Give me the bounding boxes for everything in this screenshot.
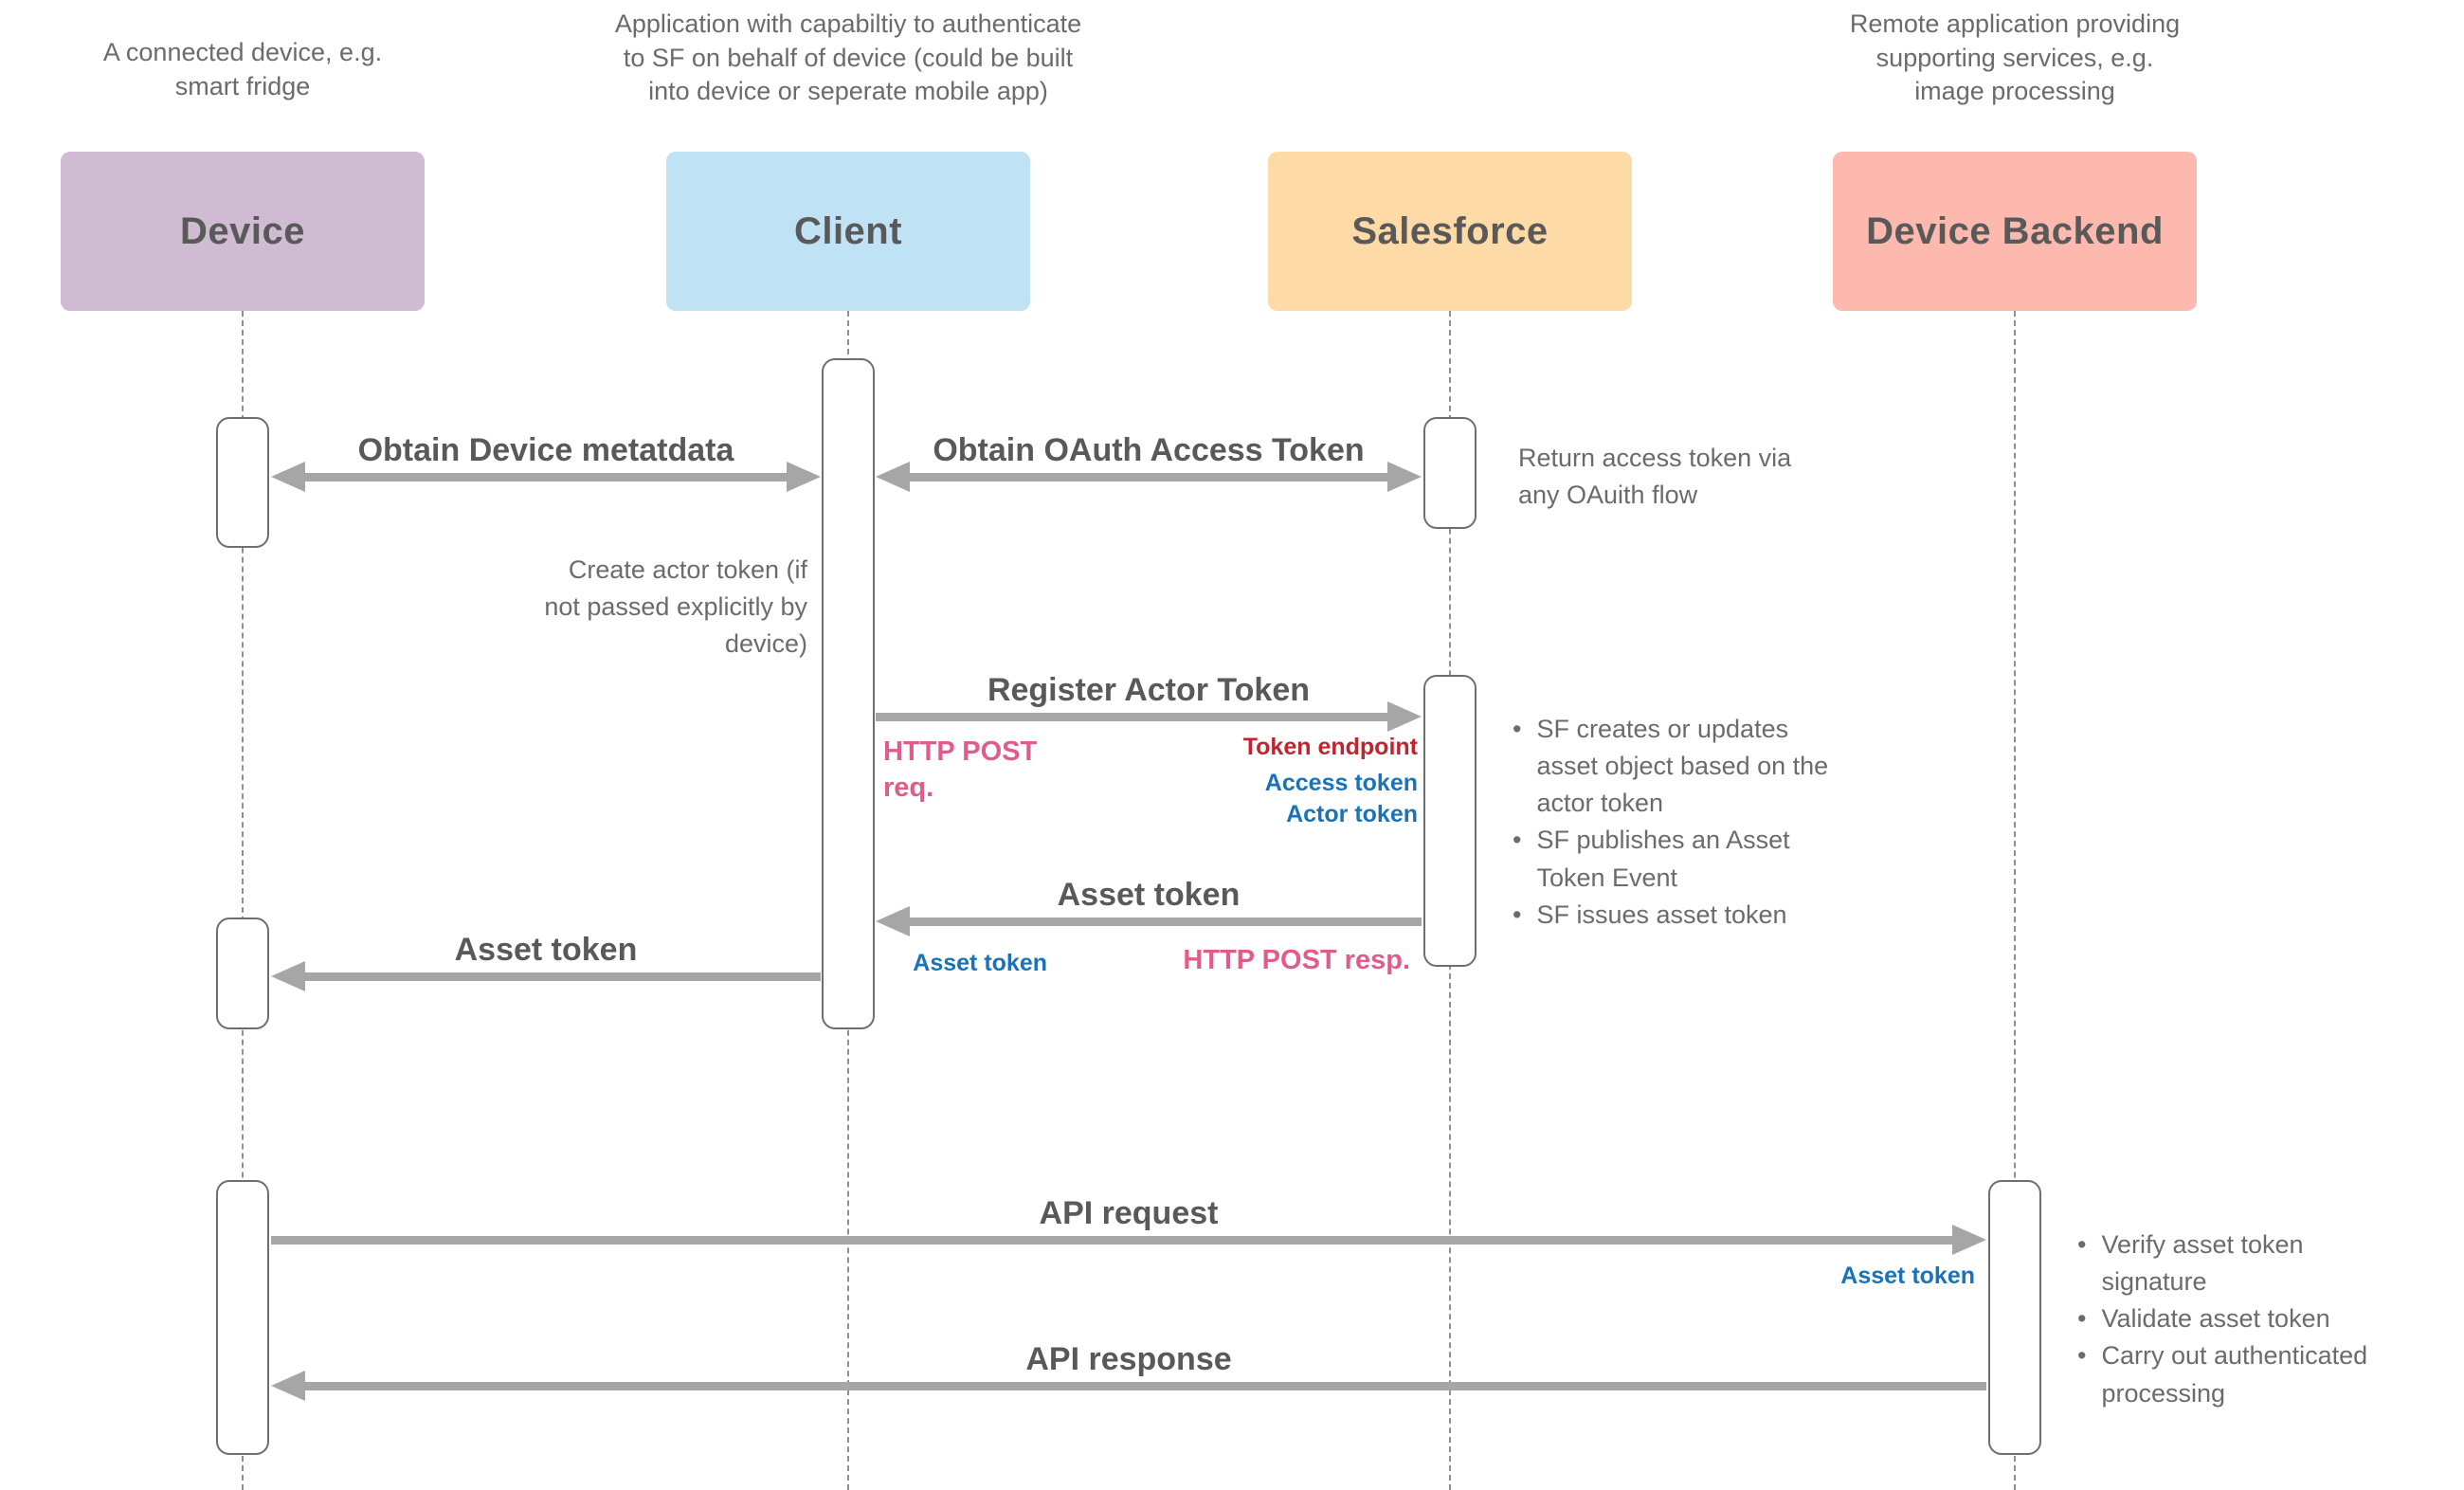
message-label: Obtain OAuth Access Token — [933, 432, 1365, 468]
bullet-icon: • — [2077, 1304, 2087, 1334]
arrowhead-left-icon — [271, 961, 305, 991]
note-text: SF publishes an Asset Token Event — [1536, 826, 1790, 892]
message-label: Asset token — [1057, 877, 1241, 913]
message-api-request: API request — [271, 1187, 1986, 1255]
note-backend-actions: • Verify asset token signature • Validat… — [2077, 1227, 2456, 1412]
arrowhead-right-icon — [1387, 701, 1422, 732]
bullet-icon: • — [1513, 899, 1522, 929]
arrow-line — [271, 1236, 1958, 1245]
client-actor-box: Client — [666, 152, 1030, 311]
note-text: Validate asset token — [2101, 1304, 2330, 1334]
tag-asset-token-resp: Asset token — [913, 950, 1047, 976]
message-obtain-device-metadata: Obtain Device metatdata — [271, 424, 821, 492]
note-text: SF creates or updates asset object based… — [1536, 715, 1829, 818]
message-api-response: API response — [271, 1333, 1986, 1401]
backend-lifeline — [2014, 311, 2016, 1490]
device-annotation: A connected device, e.g. smart fridge — [102, 38, 383, 100]
arrowhead-right-icon — [1387, 462, 1422, 492]
tag-asset-token-api: Asset token — [1840, 1263, 1975, 1289]
message-asset-token-to-device: Asset token — [271, 923, 821, 991]
device-activation-1 — [216, 417, 269, 548]
device-activation-2 — [216, 918, 269, 1029]
arrow-line — [904, 918, 1422, 926]
arrowhead-right-icon — [787, 462, 821, 492]
arrow-line — [876, 713, 1393, 721]
arrowhead-left-icon — [271, 462, 305, 492]
message-register-actor-token: Register Actor Token — [876, 663, 1422, 732]
tag-actor-token: Actor token — [1286, 801, 1418, 827]
message-asset-token-to-client: Asset token — [876, 868, 1422, 936]
device-activation-3 — [216, 1180, 269, 1455]
backend-annotation: Remote application providing supporting … — [1849, 9, 2181, 106]
salesforce-activation-1 — [1423, 417, 1477, 529]
backend-activation — [1988, 1180, 2041, 1455]
note-create-actor-token: Create actor token (if not passed explic… — [544, 555, 807, 659]
arrow-line — [904, 473, 1393, 482]
list-item: • Validate asset token — [2077, 1300, 2456, 1337]
list-item: • SF publishes an Asset Token Event — [1513, 822, 1930, 896]
list-item: • Carry out authenticated processing — [2077, 1337, 2456, 1411]
message-label: Obtain Device metatdata — [357, 432, 734, 468]
message-label: API response — [1025, 1341, 1232, 1377]
arrowhead-left-icon — [876, 462, 910, 492]
arrow-line — [299, 972, 821, 981]
note-text: Verify asset token signature — [2101, 1230, 2304, 1297]
list-item: • Verify asset token signature — [2077, 1227, 2456, 1300]
arrow-line — [299, 473, 792, 482]
salesforce-activation-2 — [1423, 675, 1477, 967]
message-obtain-oauth-access-token: Obtain OAuth Access Token — [876, 424, 1422, 492]
arrowhead-left-icon — [271, 1371, 305, 1401]
note-text: Carry out authenticated processing — [2101, 1341, 2368, 1408]
backend-actor-box: Device Backend — [1833, 152, 2197, 311]
tag-token-endpoint: Token endpoint — [1242, 734, 1418, 760]
tag-http-post-resp: HTTP POST resp. — [1183, 945, 1410, 975]
list-item: • SF creates or updates asset object bas… — [1513, 711, 1930, 822]
salesforce-actor-box: Salesforce — [1268, 152, 1632, 311]
client-activation — [822, 358, 875, 1029]
bullet-icon: • — [1513, 715, 1522, 743]
bullet-icon: • — [2077, 1341, 2087, 1371]
message-label: Register Actor Token — [987, 672, 1311, 708]
device-lifeline — [242, 311, 244, 1490]
note-text: SF issues asset token — [1536, 899, 1787, 929]
note-sf-actions: • SF creates or updates asset object bas… — [1513, 711, 1930, 934]
device-actor-box: Device — [61, 152, 425, 311]
message-label: API request — [1039, 1195, 1219, 1231]
arrowhead-left-icon — [876, 906, 910, 936]
tag-access-token: Access token — [1264, 770, 1418, 796]
bullet-icon: • — [1513, 826, 1522, 855]
note-return-access-token: Return access token via any OAuith flow — [1518, 444, 1792, 510]
tag-http-post-req: HTTP POST req. — [883, 736, 1038, 803]
list-item: • SF issues asset token — [1513, 897, 1930, 934]
arrow-line — [299, 1382, 1986, 1390]
arrowhead-right-icon — [1952, 1225, 1986, 1255]
message-label: Asset token — [454, 932, 638, 968]
client-annotation: Application with capabiltiy to authentic… — [614, 9, 1082, 106]
bullet-icon: • — [2077, 1230, 2087, 1259]
